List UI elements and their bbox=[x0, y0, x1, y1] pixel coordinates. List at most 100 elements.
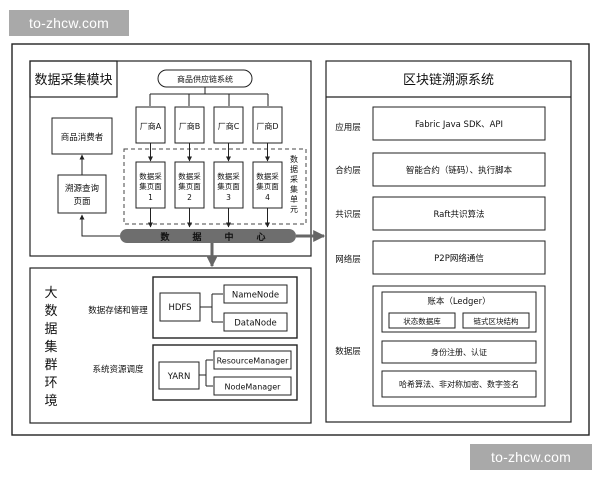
layer-data: 数据层 bbox=[335, 346, 361, 357]
blockchain-system bbox=[325, 60, 572, 423]
page-4-number: 4 bbox=[265, 193, 270, 202]
layer-contract: 合约层 bbox=[335, 165, 361, 176]
unit-char-1: 数 bbox=[290, 154, 298, 164]
vendor-d: 厂商D bbox=[252, 106, 283, 144]
namenode-label: NameNode bbox=[232, 291, 279, 301]
resource-manager-box bbox=[213, 350, 292, 370]
supply-chain-connector bbox=[149, 87, 269, 106]
vendor-b: 厂商B bbox=[174, 106, 205, 144]
page-1-line1: 数据采 bbox=[139, 171, 162, 181]
page-2-line2: 集页面 bbox=[178, 181, 201, 191]
vendor-d-label: 厂商D bbox=[256, 121, 278, 131]
vendor-a-label: 厂商A bbox=[140, 121, 162, 131]
layer-network: 网络层 bbox=[335, 254, 361, 265]
big-data-char-1: 大 bbox=[44, 286, 57, 301]
yarn-connector bbox=[199, 359, 213, 387]
consensus-layer-box bbox=[372, 196, 546, 231]
network-layer-text: P2P网络通信 bbox=[434, 253, 484, 264]
page-3-number: 3 bbox=[226, 193, 231, 202]
hdfs-connector bbox=[200, 293, 223, 323]
supply-chain-label: 商品供应链系统 bbox=[177, 74, 233, 84]
page-3-line1: 数据采 bbox=[217, 171, 240, 181]
page-1-number: 1 bbox=[148, 193, 153, 202]
vendor-c: 厂商C bbox=[213, 106, 244, 144]
hdfs-group bbox=[152, 276, 298, 339]
state-db-label: 状态数据库 bbox=[403, 316, 441, 326]
identity-box bbox=[381, 340, 537, 364]
resource-manager-label: ResourceManager bbox=[217, 357, 289, 366]
data-center-bar bbox=[120, 229, 296, 243]
big-data-char-4: 集 bbox=[44, 339, 57, 355]
network-layer-box bbox=[372, 240, 546, 275]
page-3-line2: 集页面 bbox=[217, 181, 240, 191]
query-page-box bbox=[57, 174, 107, 214]
big-data-char-6: 环 bbox=[44, 376, 57, 391]
app-layer-text: Fabric Java SDK、API bbox=[415, 120, 503, 130]
storage-label: 数据存储和管理 bbox=[88, 305, 148, 316]
data-collection-module bbox=[29, 60, 312, 257]
datanode-box bbox=[223, 312, 288, 332]
arrow-center-to-query bbox=[79, 214, 120, 237]
yarn-box bbox=[158, 361, 200, 390]
identity-label: 身份注册、认证 bbox=[431, 347, 487, 357]
data-center-char-3: 中 bbox=[224, 231, 233, 243]
page-1-line2: 集页面 bbox=[139, 181, 162, 191]
big-data-char-3: 据 bbox=[44, 322, 57, 337]
data-center-char-2: 据 bbox=[192, 231, 201, 243]
watermark-top: to-zhcw.com bbox=[9, 10, 129, 36]
crypto-label: 哈希算法、非对称加密、数字签名 bbox=[399, 379, 519, 389]
unit-char-2: 据 bbox=[290, 164, 298, 174]
query-page-line2: 页面 bbox=[73, 197, 91, 207]
datanode-label: DataNode bbox=[234, 319, 276, 329]
data-center-char-4: 心 bbox=[256, 232, 265, 243]
collection-page-3: 数据采 集页面 3 bbox=[213, 161, 244, 209]
big-data-cluster bbox=[29, 267, 312, 424]
data-center-char-1: 数 bbox=[160, 231, 170, 243]
consumer-label: 商品消费者 bbox=[61, 132, 104, 143]
vendor-a: 厂商A bbox=[135, 106, 166, 144]
page-4-line1: 数据采 bbox=[256, 171, 279, 181]
ledger-label: 账本（Ledger） bbox=[427, 296, 490, 307]
collection-unit-label: 数 据 采 集 单 元 bbox=[290, 154, 298, 214]
node-manager-label: NodeManager bbox=[225, 383, 282, 392]
namenode-box bbox=[223, 284, 288, 304]
resource-label: 系统资源调度 bbox=[92, 364, 144, 375]
crypto-box bbox=[381, 370, 537, 398]
yarn-group bbox=[152, 344, 298, 401]
unit-char-4: 集 bbox=[290, 184, 298, 194]
page-2-number: 2 bbox=[187, 193, 192, 202]
data-collection-title-box bbox=[29, 60, 118, 98]
contract-layer-box bbox=[372, 152, 546, 187]
unit-char-5: 单 bbox=[290, 194, 298, 204]
watermark-bottom: to-zhcw.com bbox=[470, 444, 592, 470]
page-2-line1: 数据采 bbox=[178, 171, 201, 181]
hdfs-label: HDFS bbox=[168, 303, 191, 313]
big-data-char-5: 群 bbox=[44, 358, 57, 373]
node-manager-box bbox=[213, 376, 292, 396]
data-collection-title: 数据采集模块 bbox=[34, 72, 112, 88]
unit-char-6: 元 bbox=[290, 205, 298, 214]
data-collection-unit bbox=[123, 148, 307, 225]
chain-struct-label: 链式区块结构 bbox=[474, 316, 519, 326]
query-page-line1: 溯源查询 bbox=[65, 183, 99, 194]
vendor-c-label: 厂商C bbox=[218, 121, 240, 131]
app-layer-box bbox=[372, 106, 546, 141]
chain-struct-box bbox=[462, 312, 530, 329]
unit-char-3: 采 bbox=[290, 174, 298, 184]
outer-frame bbox=[11, 43, 590, 436]
collection-page-1: 数据采 集页面 1 bbox=[135, 161, 166, 209]
consumer-box bbox=[51, 117, 113, 155]
contract-layer-text: 智能合约（链码）、执行脚本 bbox=[406, 165, 513, 176]
big-data-char-2: 数 bbox=[44, 304, 57, 319]
blockchain-title: 区块链溯源系统 bbox=[403, 72, 494, 88]
consensus-layer-text: Raft共识算法 bbox=[433, 209, 484, 220]
vendor-b-label: 厂商B bbox=[179, 121, 201, 131]
layer-consensus: 共识层 bbox=[335, 210, 361, 220]
yarn-label: YARN bbox=[167, 372, 191, 382]
big-data-char-7: 境 bbox=[44, 394, 57, 409]
data-center-label: 数 据 中 心 bbox=[160, 231, 265, 243]
layer-labels: 应用层 合约层 共识层 网络层 数据层 bbox=[335, 122, 361, 357]
state-db-box bbox=[388, 312, 456, 329]
page-4-line2: 集页面 bbox=[256, 181, 279, 191]
